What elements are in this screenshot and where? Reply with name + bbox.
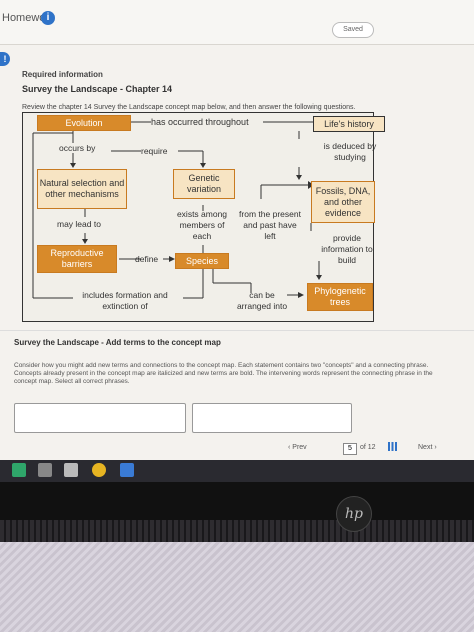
next-button[interactable]: Next › bbox=[418, 444, 437, 451]
alert-icon: ! bbox=[0, 52, 10, 66]
info-icon[interactable]: i bbox=[41, 11, 55, 25]
label-define: define bbox=[135, 254, 159, 264]
node-lifes-history: Life's history bbox=[313, 116, 385, 132]
question-title: Survey the Landscape - Chapter 14 bbox=[22, 84, 173, 94]
answer-box-2[interactable] bbox=[192, 403, 352, 433]
section-title: Survey the Landscape - Add terms to the … bbox=[14, 338, 221, 347]
label-provide: provide information to build bbox=[321, 233, 373, 265]
prev-button[interactable]: ‹ Prev bbox=[288, 444, 307, 451]
prev-label: Prev bbox=[292, 444, 307, 451]
section-instructions: Consider how you might add new terms and… bbox=[14, 362, 433, 385]
instructions: Review the chapter 14 Survey the Landsca… bbox=[22, 104, 356, 111]
taskbar bbox=[0, 460, 474, 482]
page-total: of 12 bbox=[360, 444, 376, 451]
windows-icon[interactable] bbox=[12, 463, 26, 477]
laptop-bezel bbox=[0, 482, 474, 522]
next-label: Next bbox=[418, 444, 433, 451]
saved-indicator: Saved bbox=[332, 22, 374, 38]
mail-icon[interactable] bbox=[64, 463, 78, 477]
hp-logo: hp bbox=[336, 496, 372, 532]
node-fossils-dna: Fossils, DNA, and other evidence bbox=[311, 181, 375, 223]
node-species: Species bbox=[175, 253, 229, 269]
chrome-icon[interactable] bbox=[92, 463, 106, 477]
answer-box-1[interactable] bbox=[14, 403, 186, 433]
label-can-be: can be arranged into bbox=[236, 290, 288, 311]
browser-screen: Homework i Saved ! Required information … bbox=[0, 0, 474, 460]
label-is-deduced: is deduced by studying bbox=[323, 141, 377, 162]
label-from-the: from the present and past have left bbox=[239, 209, 301, 241]
required-info-label: Required information bbox=[22, 70, 103, 79]
store-icon[interactable] bbox=[38, 463, 52, 477]
grid-icon[interactable] bbox=[388, 442, 397, 451]
top-bar: Homework i Saved bbox=[0, 0, 474, 45]
concept-map: Evolution Life's history Natural selecti… bbox=[22, 112, 385, 322]
laptop-deck bbox=[0, 542, 474, 632]
divider bbox=[0, 330, 474, 331]
label-has-occurred: has occurred throughout bbox=[151, 117, 249, 127]
label-includes: includes formation and extinction of bbox=[82, 290, 168, 311]
label-occurs-by: occurs by bbox=[59, 143, 96, 153]
node-evolution: Evolution bbox=[37, 115, 131, 131]
node-natural-selection: Natural selection and other mechanisms bbox=[37, 169, 127, 209]
node-phylogenetic-trees: Phylogenetic trees bbox=[307, 283, 373, 311]
edge-icon[interactable] bbox=[120, 463, 134, 477]
node-genetic-variation: Genetic variation bbox=[173, 169, 235, 199]
label-exists-among: exists among members of each bbox=[176, 209, 228, 241]
node-reproductive-barriers: Reproductive barriers bbox=[37, 245, 117, 273]
page-number[interactable]: 5 bbox=[343, 443, 357, 455]
label-may-lead-to: may lead to bbox=[57, 219, 101, 229]
speaker-grille bbox=[0, 520, 474, 542]
label-require: require bbox=[141, 146, 168, 156]
